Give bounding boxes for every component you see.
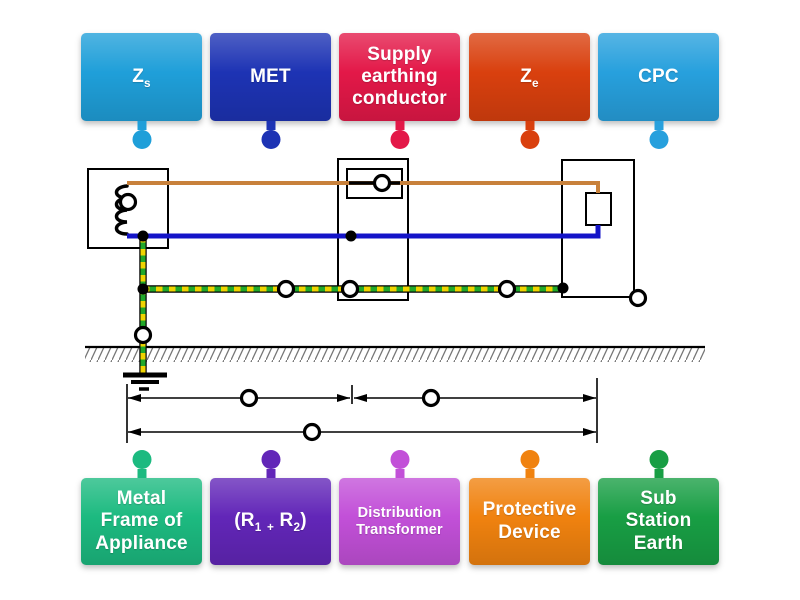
junction-dot: [557, 282, 569, 294]
drop-target-supply-fuse[interactable]: [372, 173, 392, 193]
label-text-ze: Ze: [520, 65, 539, 90]
earth-electrode-symbol: [123, 372, 167, 391]
pin-connector-met: [261, 121, 280, 149]
drop-target-earthing-wire-right[interactable]: [497, 279, 517, 299]
drop-target-earthing-wire-at-consumer-unit[interactable]: [340, 279, 360, 299]
label-text-zs: Zs: [132, 65, 151, 90]
label-card-cpc[interactable]: CPC: [598, 33, 719, 149]
drop-target-earth-electrode-wire[interactable]: [133, 325, 153, 345]
pin-connector-distribution-transformer: [390, 450, 409, 478]
label-card-zs[interactable]: Zs: [81, 33, 202, 149]
junction-dot: [345, 230, 357, 242]
junction-dot: [137, 230, 149, 242]
drop-target-dimension-left-span[interactable]: [239, 388, 259, 408]
junction-dot: [137, 283, 149, 295]
label-card-met[interactable]: MET: [210, 33, 331, 149]
pin-connector-sub-station-earth: [649, 450, 668, 478]
drop-target-appliance-frame-corner[interactable]: [628, 288, 648, 308]
pin-connector-metal-frame-of-appliance: [132, 450, 151, 478]
load-element-box: [585, 192, 612, 226]
dimension-lines: [126, 378, 598, 443]
label-text-r1-plus-r2: (R1 + R2): [234, 510, 307, 535]
neutral-conductor-wire: [127, 225, 601, 239]
pin-connector-cpc: [649, 121, 668, 149]
label-text-met: MET: [250, 65, 291, 87]
label-text-cpc: CPC: [638, 65, 679, 87]
pin-connector-ze: [520, 121, 539, 149]
drop-targets: [118, 173, 648, 442]
pin-connector-supply-earthing-conductor: [390, 121, 409, 149]
pin-connector-r1-plus-r2: [261, 450, 280, 478]
drop-target-earthing-wire-left[interactable]: [276, 279, 296, 299]
drop-target-transformer-winding[interactable]: [118, 192, 138, 212]
label-card-ze[interactable]: Ze: [469, 33, 590, 149]
drop-target-dimension-full-span[interactable]: [302, 422, 322, 442]
ground-hatch: [85, 347, 705, 362]
line-conductor-wire: [127, 181, 600, 193]
pin-connector-protective-device: [520, 450, 539, 478]
pin-connector-zs: [132, 121, 151, 149]
drop-target-dimension-right-span[interactable]: [421, 388, 441, 408]
label-card-r1-plus-r2[interactable]: (R1 + R2): [210, 450, 331, 565]
